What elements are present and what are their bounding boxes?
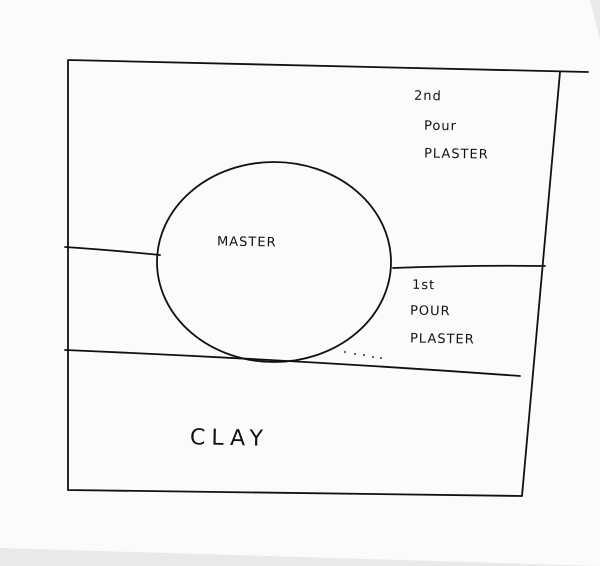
clay-label: CLAY [189, 425, 270, 452]
first-pour-line2: POUR [409, 303, 451, 320]
parting-line-upper-left [64, 246, 161, 256]
master-circle [156, 161, 392, 363]
master-label: MASTER [216, 234, 277, 251]
parting-line-upper-right [392, 264, 546, 269]
first-pour-line3: PLASTER [409, 331, 475, 348]
parting-line-lower [64, 349, 521, 377]
dotted-gap [344, 351, 382, 359]
mold-box-outline [67, 59, 589, 497]
first-pour-line1: 1st [411, 277, 436, 294]
second-pour-line2: Pour [423, 118, 458, 135]
second-pour-line1: 2nd [413, 88, 442, 105]
second-pour-line3: PLASTER [423, 146, 489, 163]
